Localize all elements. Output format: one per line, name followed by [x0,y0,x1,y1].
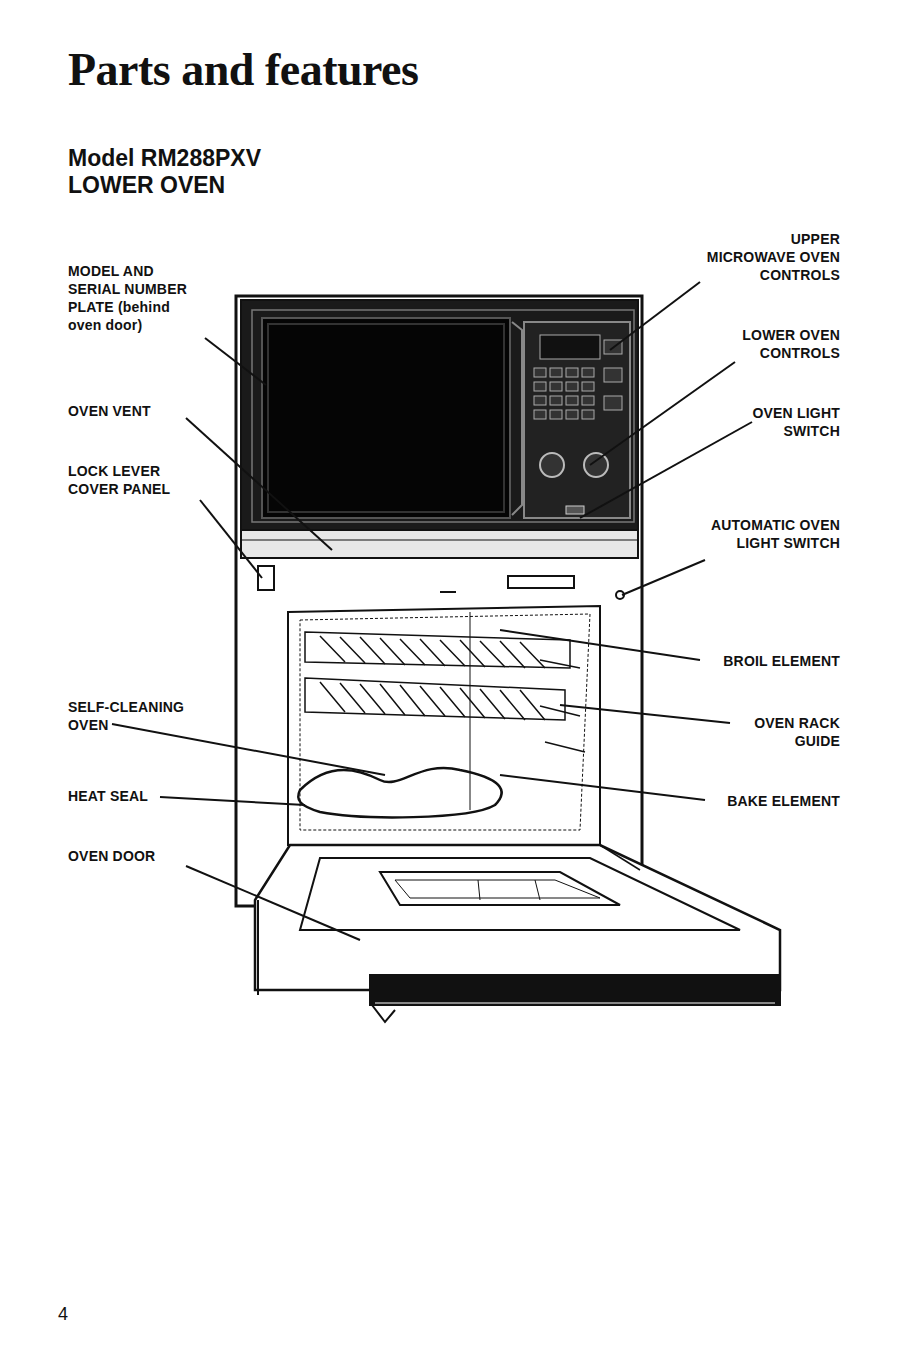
wall-oven-drawing-part [584,453,608,477]
wall-oven-drawing-part-part [550,396,562,405]
leader-lines-part [160,797,305,805]
wall-oven-drawing-part-part [604,368,622,382]
wall-oven-drawing-part-part [566,396,578,405]
wall-oven-drawing-part-part [582,396,594,405]
wall-oven-drawing-part [372,1005,395,1022]
wall-oven-drawing-part-part [534,368,546,377]
leader-lines-part [580,422,752,518]
wall-oven-drawing-part [241,530,638,558]
leader-lines-part [610,282,700,350]
wall-oven-drawing-part [440,591,456,593]
model-heading: Model RM288PXV [68,145,261,172]
wall-oven-drawing-part [298,768,501,817]
leader-lines-part [500,775,705,800]
wall-oven-drawing-part-part [305,678,565,720]
callout-label: OVEN LIGHT SWITCH [725,404,840,440]
leader-lines-part [560,705,730,723]
wall-oven-drawing-part-part [320,682,545,720]
wall-oven-drawing-part [255,845,780,990]
wall-oven-drawing-part [241,300,638,530]
wall-oven-drawing-part-part [550,368,562,377]
wall-oven-drawing-part [534,340,622,419]
wall-oven-drawing-part [262,318,510,518]
wall-oven-drawing-part [370,975,780,1005]
callout-label: SELF-CLEANING OVEN [68,698,218,734]
wall-oven-drawing-part [600,845,640,870]
leader-lines-part [112,724,385,775]
wall-oven-drawing-part-part [604,396,622,410]
callout-label: LOCK LEVER COVER PANEL [68,462,190,498]
wall-oven-drawing-part [236,296,642,906]
callout-label: BAKE ELEMENT [680,792,840,810]
wall-oven-drawing-part [257,900,259,995]
wall-oven-drawing-part [380,872,620,905]
callout-label: HEAT SEAL [68,787,148,805]
leader-lines [112,282,752,940]
callout-label: OVEN VENT [68,402,151,420]
wall-oven-drawing-part-part [566,382,578,391]
wall-oven-drawing-part [540,335,600,359]
wall-oven-drawing-part [535,880,540,900]
wall-oven-drawing-part-part [582,410,594,419]
wall-oven-drawing-part [395,880,600,898]
callout-label: BROIL ELEMENT [680,652,840,670]
wall-oven-drawing-part [288,606,600,845]
section-heading: LOWER OVEN [68,172,225,199]
wall-oven-drawing [236,296,780,1022]
wall-oven-drawing-part-part [582,368,594,377]
callout-label: OVEN DOOR [68,847,155,865]
callout-label: UPPER MICROWAVE OVEN CONTROLS [705,230,840,284]
wall-oven-drawing-part [241,540,638,541]
leader-lines-part [186,418,332,550]
leader-lines-part [205,338,266,385]
wall-oven-drawing-part-part [582,382,594,391]
wall-oven-drawing-part [375,1003,775,1004]
wall-oven-drawing-part-part [534,410,546,419]
wall-oven-drawing-part [252,310,634,522]
callout-label: OVEN RACK GUIDE [725,714,840,750]
wall-oven-drawing-part-part [534,396,546,405]
callout-label: MODEL AND SERIAL NUMBER PLATE (behind ov… [68,262,200,334]
wall-oven-drawing-part-part [534,382,546,391]
wall-oven-drawing-part [524,322,630,518]
leader-lines-part [200,500,262,578]
callout-label: AUTOMATIC OVEN LIGHT SWITCH [680,516,840,552]
leader-lines-part [500,630,700,660]
wall-oven-drawing-part [540,453,564,477]
wall-oven-drawing-part-part [550,382,562,391]
wall-oven-drawing-part [512,322,522,515]
wall-oven-drawing-part [300,614,590,830]
wall-oven-drawing-part-part [550,410,562,419]
wall-oven-drawing-part [478,880,480,900]
leader-lines-part [622,560,705,595]
wall-oven-drawing-part-part [566,410,578,419]
leader-lines-part [590,362,735,465]
wall-oven-drawing-part-part [320,636,545,668]
leader-lines-part [186,866,360,940]
callout-label: LOWER OVEN CONTROLS [725,326,840,362]
page-title: Parts and features [68,44,418,96]
page-number: 4 [58,1304,68,1325]
wall-oven-drawing-part [300,858,740,930]
wall-oven-drawing-part [268,324,504,512]
wall-oven-drawing-part [305,632,585,752]
wall-oven-drawing-part-part [305,632,570,668]
wall-oven-drawing-part [258,566,274,590]
wall-oven-drawing-part [470,612,471,810]
wall-oven-drawing-part [566,506,584,514]
wall-oven-drawing-part-part [566,368,578,377]
wall-oven-drawing-part [508,576,574,588]
